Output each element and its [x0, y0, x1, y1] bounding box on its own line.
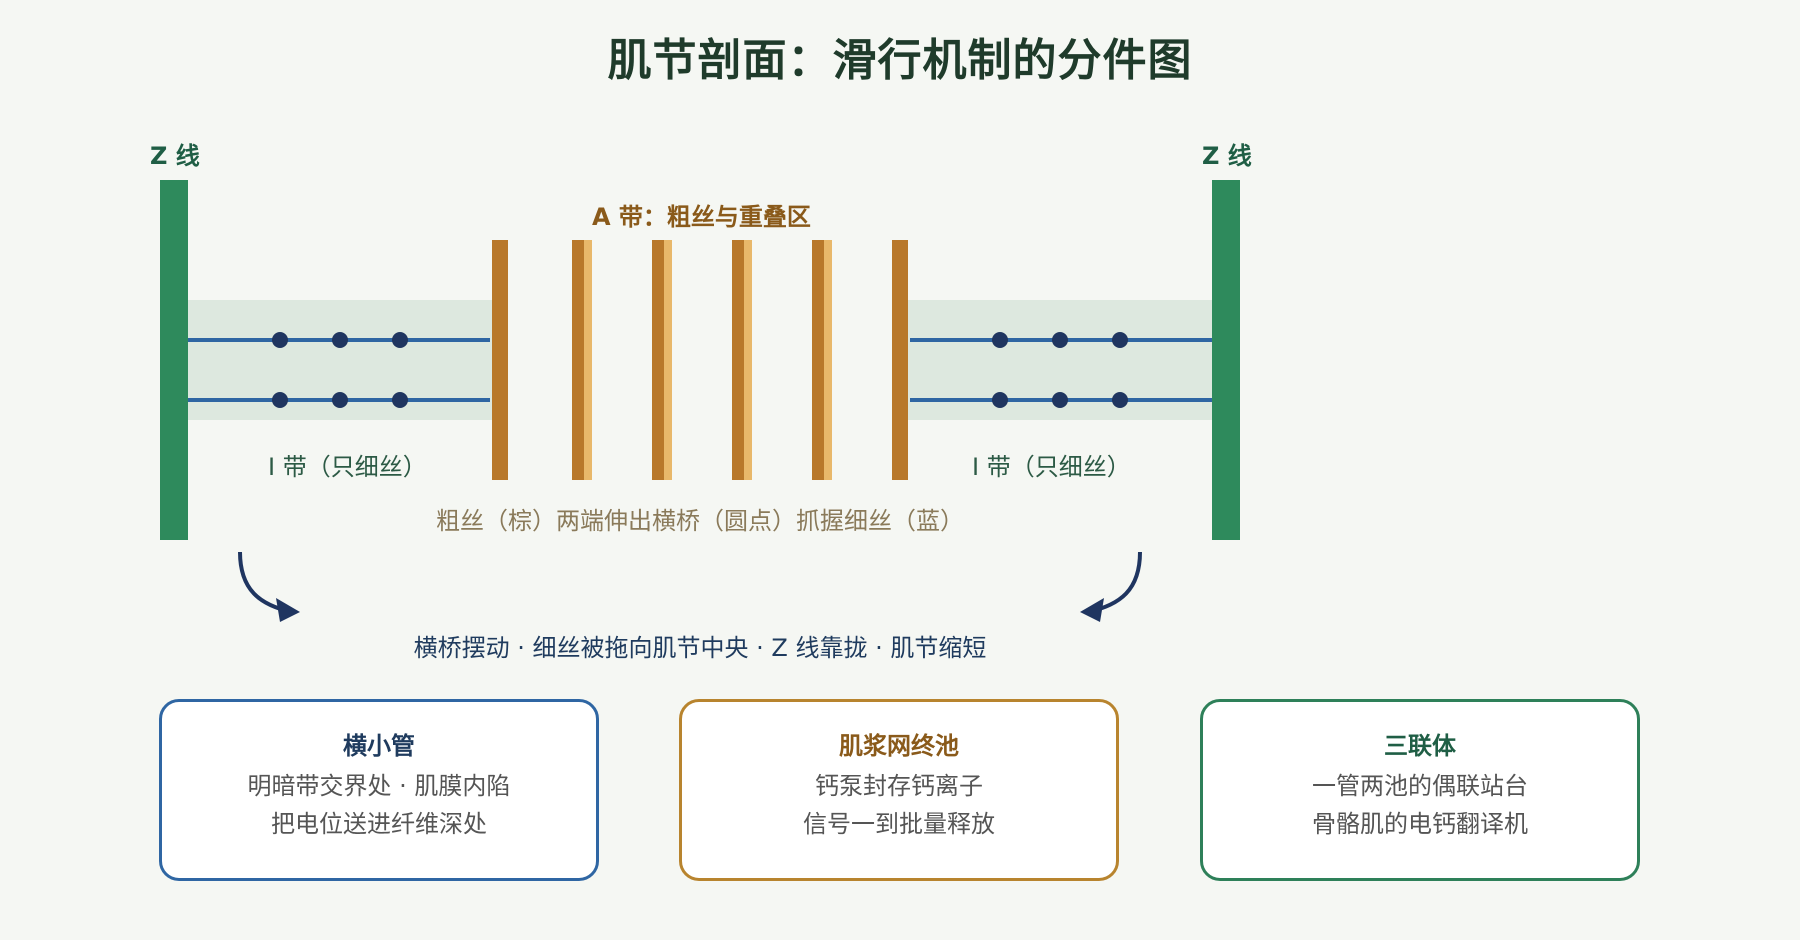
- cross-bridge: [1112, 392, 1128, 408]
- cross-bridge: [992, 392, 1008, 408]
- thick-filament: [572, 240, 592, 480]
- card-triad: 三联体 一管两池的偶联站台 骨骼肌的电钙翻译机: [1200, 699, 1640, 881]
- cross-bridge: [1112, 332, 1128, 348]
- thick-filament: [732, 240, 752, 480]
- page-title: 肌节剖面：滑行机制的分件图: [607, 35, 1193, 86]
- arrowhead-icon: [276, 598, 300, 622]
- card-line: 明暗带交界处 · 肌膜内陷: [247, 772, 511, 800]
- thick-filament: [812, 240, 832, 480]
- cross-bridge: [332, 332, 348, 348]
- card-title: 肌浆网终池: [839, 732, 959, 760]
- z-line-right: [1212, 180, 1240, 540]
- i-band-label-left: I 带（只细丝）: [268, 453, 427, 481]
- motion-caption: 横桥摆动 · 细丝被拖向肌节中央 · Z 线靠拢 · 肌节缩短: [413, 634, 987, 662]
- card-line: 一管两池的偶联站台: [1312, 772, 1528, 800]
- z-line-label-right: Z 线: [1202, 142, 1252, 170]
- card-line: 把电位送进纤维深处: [271, 810, 487, 838]
- z-line-label-left: Z 线: [150, 142, 200, 170]
- card-line: 信号一到批量释放: [803, 810, 995, 838]
- cross-bridge: [392, 332, 408, 348]
- cross-bridge: [1052, 392, 1068, 408]
- card-t-tubule: 横小管 明暗带交界处 · 肌膜内陷 把电位送进纤维深处: [159, 699, 599, 881]
- arrowhead-icon: [1080, 598, 1104, 622]
- card-title: 三联体: [1384, 732, 1456, 760]
- cross-bridge: [332, 392, 348, 408]
- card-title: 横小管: [343, 732, 415, 760]
- i-band-label-right: I 带（只细丝）: [972, 453, 1131, 481]
- cross-bridge: [272, 332, 288, 348]
- cross-bridge: [272, 392, 288, 408]
- thick-filament-caption: 粗丝（棕）两端伸出横桥（圆点）抓握细丝（蓝）: [436, 507, 964, 535]
- card-line: 钙泵封存钙离子: [815, 772, 983, 800]
- thick-filament: [892, 240, 908, 480]
- card-terminal-cisterna: 肌浆网终池 钙泵封存钙离子 信号一到批量释放: [679, 699, 1119, 881]
- cross-bridge: [392, 392, 408, 408]
- card-line: 骨骼肌的电钙翻译机: [1312, 810, 1528, 838]
- z-line-left: [160, 180, 188, 540]
- thick-filament: [652, 240, 672, 480]
- cross-bridge: [992, 332, 1008, 348]
- thick-filament: [492, 240, 508, 480]
- cross-bridge: [1052, 332, 1068, 348]
- a-band-label: A 带：粗丝与重叠区: [592, 203, 811, 231]
